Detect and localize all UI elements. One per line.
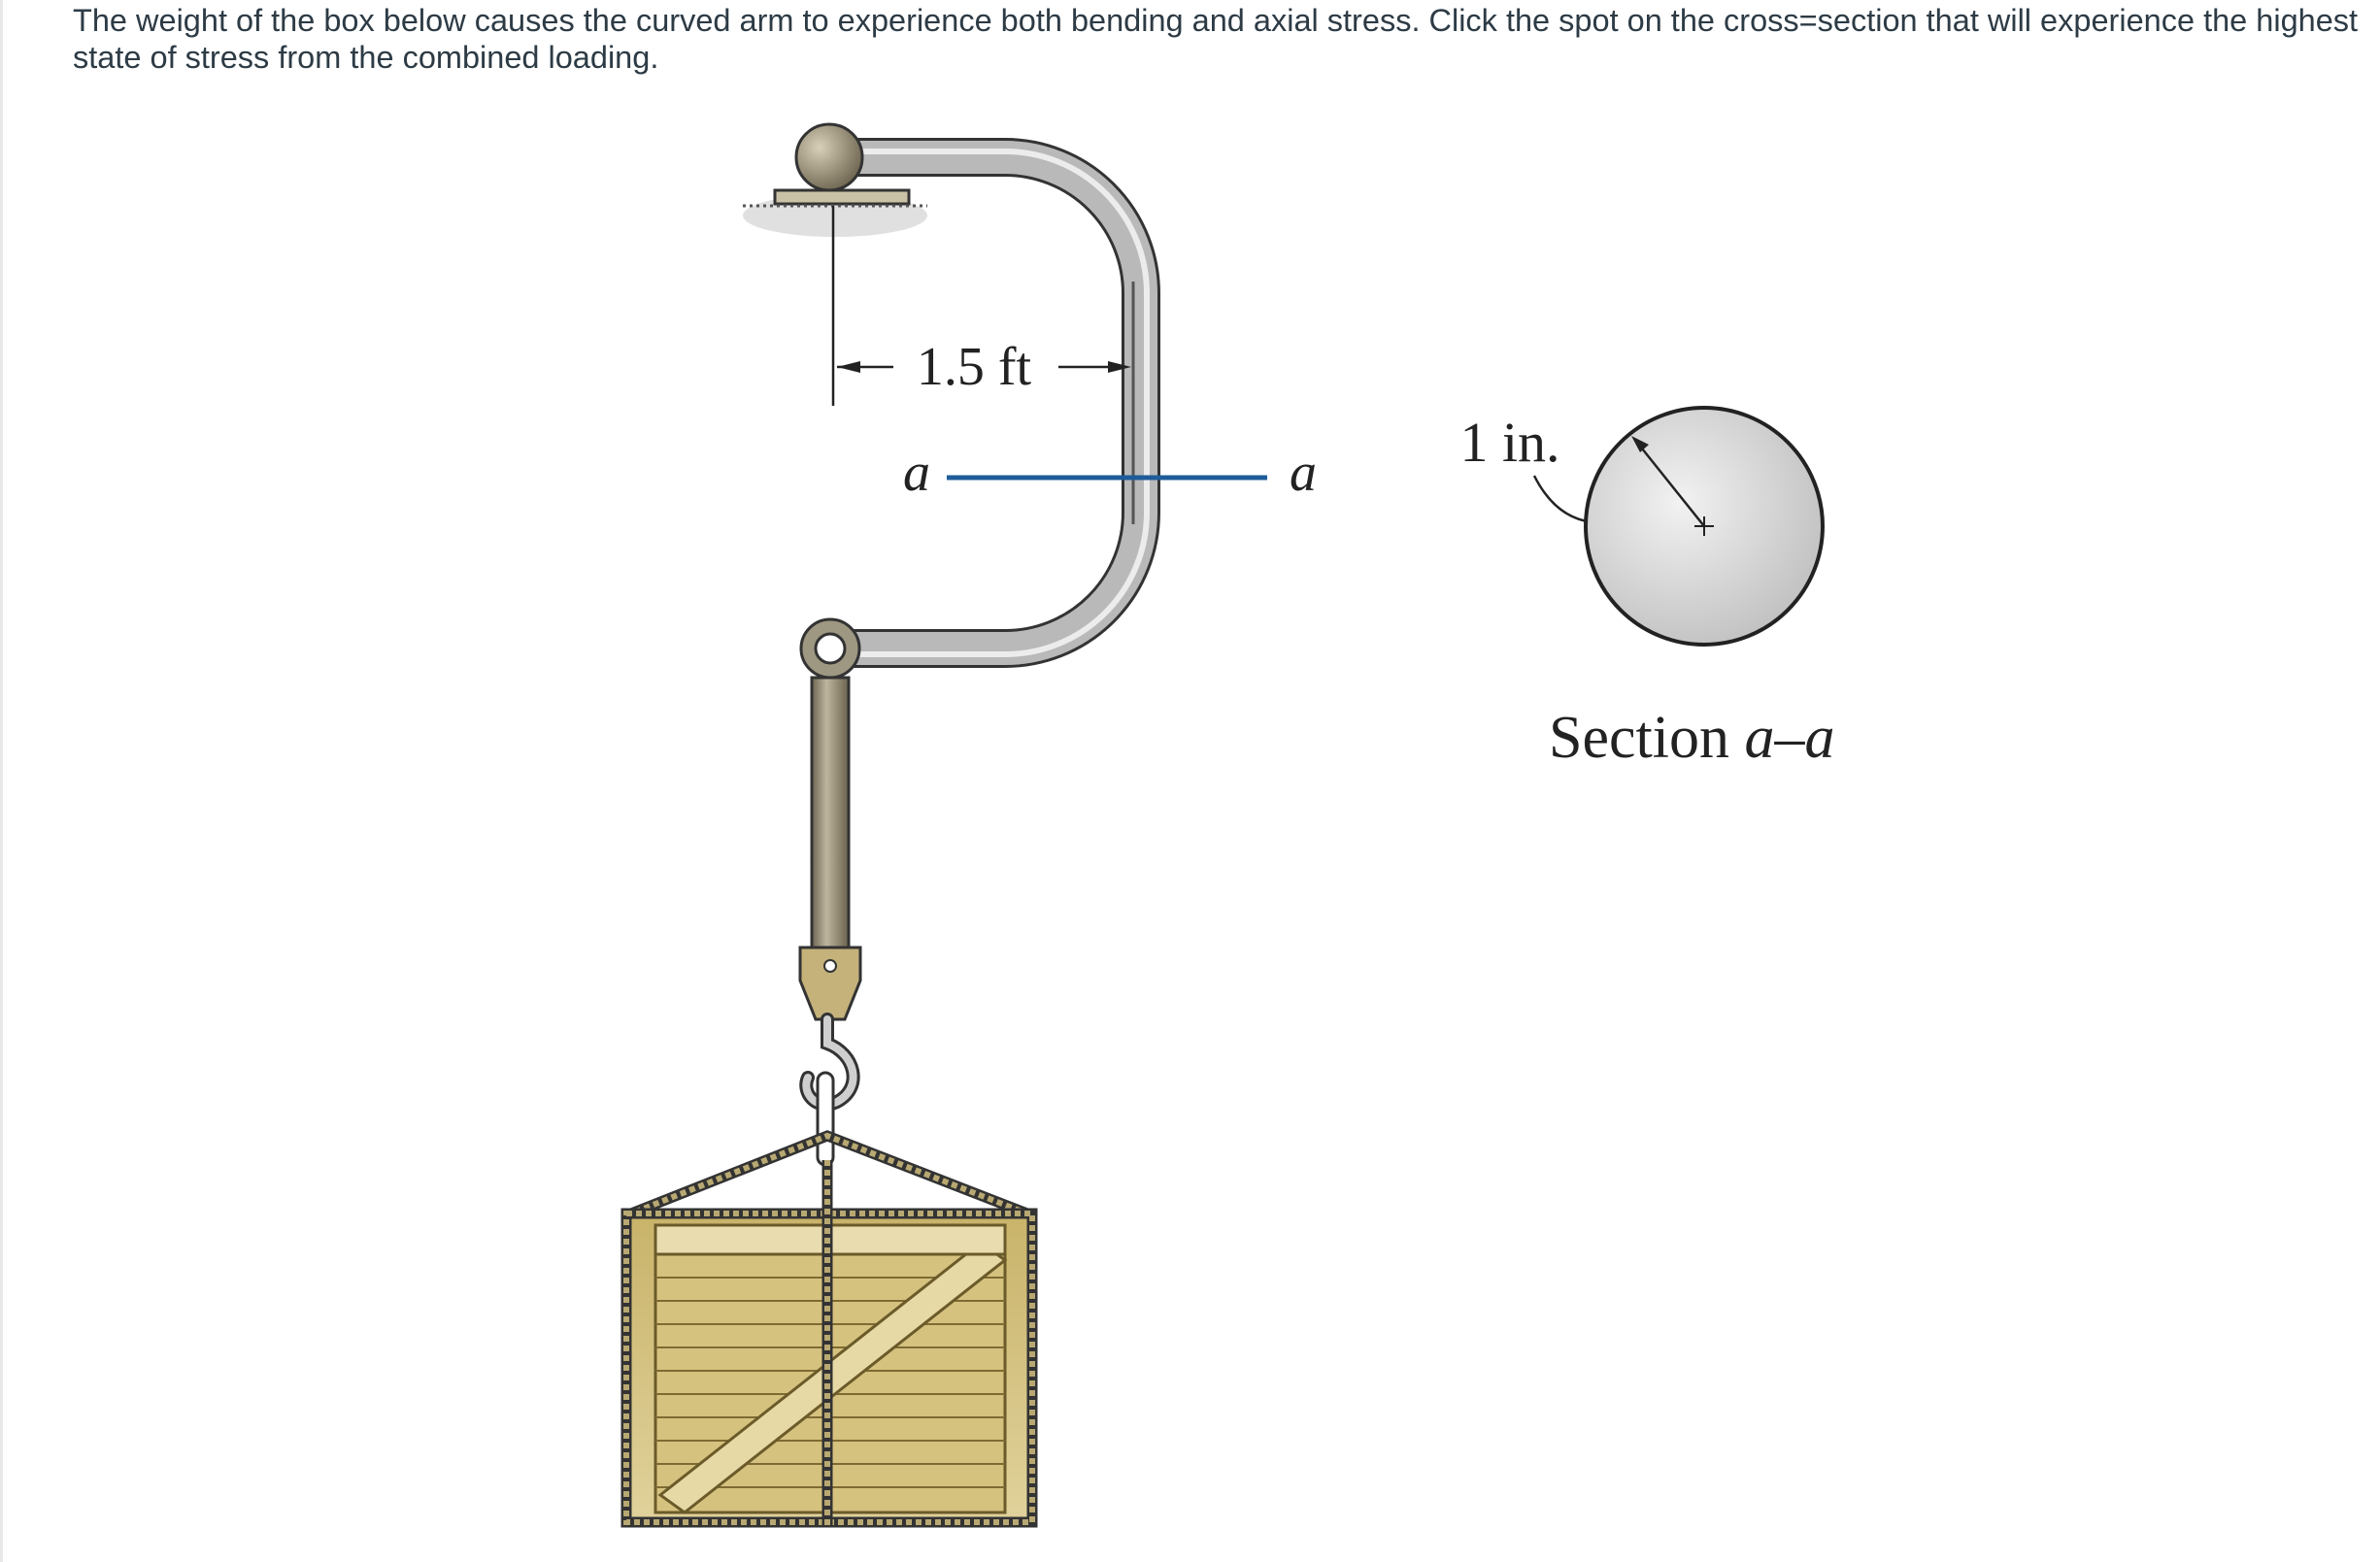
ground-support xyxy=(743,188,927,237)
curved-arm xyxy=(811,138,1160,668)
question-text: The weight of the box below causes the c… xyxy=(73,3,2359,75)
pin-joint xyxy=(799,617,861,680)
hanger-rod xyxy=(798,676,862,1021)
left-border xyxy=(0,0,3,1562)
dimension-1-5-ft: 1.5 ft xyxy=(837,337,1131,397)
support-pin xyxy=(794,122,864,192)
crate xyxy=(620,1130,1038,1528)
section-title: Section a–a xyxy=(1549,705,1834,771)
cross-section-view: 1 in. Section a–a xyxy=(1459,406,1834,771)
section-mark-right: a xyxy=(1290,443,1317,503)
section-cut-line: a a xyxy=(903,443,1317,503)
radius-label: 1 in. xyxy=(1459,411,1559,474)
section-mark-left: a xyxy=(903,443,930,503)
dimension-label: 1.5 ft xyxy=(917,337,1032,397)
